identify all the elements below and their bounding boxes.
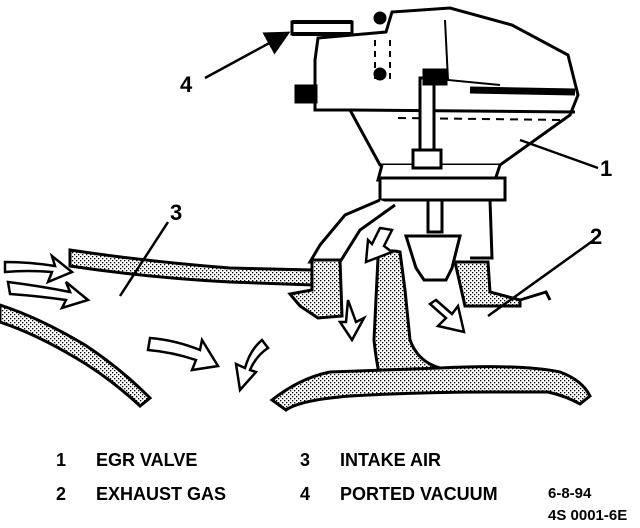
leader-line-4 (204, 31, 291, 80)
legend-label-3: INTAKE AIR (340, 450, 441, 470)
legend-number-4: 4 (300, 484, 310, 504)
legend-number-2: 2 (56, 484, 66, 504)
intake-manifold (0, 248, 592, 412)
leader-line-1 (519, 138, 599, 170)
legend-label-2: EXHAUST GAS (96, 484, 226, 504)
legend: 1 EGR VALVE 2 EXHAUST GAS 3 INTAKE AIR 4… (56, 450, 498, 504)
leader-line-2 (487, 238, 595, 318)
callout-1: 1 (600, 156, 612, 181)
legend-number-1: 1 (56, 450, 66, 470)
legend-number-3: 3 (300, 450, 310, 470)
leader-line-3 (118, 221, 170, 297)
callout-4: 4 (180, 72, 193, 97)
figure-date: 6-8-94 (548, 485, 592, 502)
legend-label-4: PORTED VACUUM (340, 484, 498, 504)
mounting-stub (519, 290, 552, 302)
egr-valve-housing (290, 6, 580, 182)
valve-base-flange (307, 176, 507, 282)
figure-code: 4S 0001-6E (548, 507, 627, 524)
flow-arrows (3, 226, 466, 393)
legend-label-1: EGR VALVE (96, 450, 197, 470)
callout-2: 2 (590, 224, 602, 249)
leader-lines (118, 31, 599, 318)
callout-3: 3 (170, 200, 182, 225)
